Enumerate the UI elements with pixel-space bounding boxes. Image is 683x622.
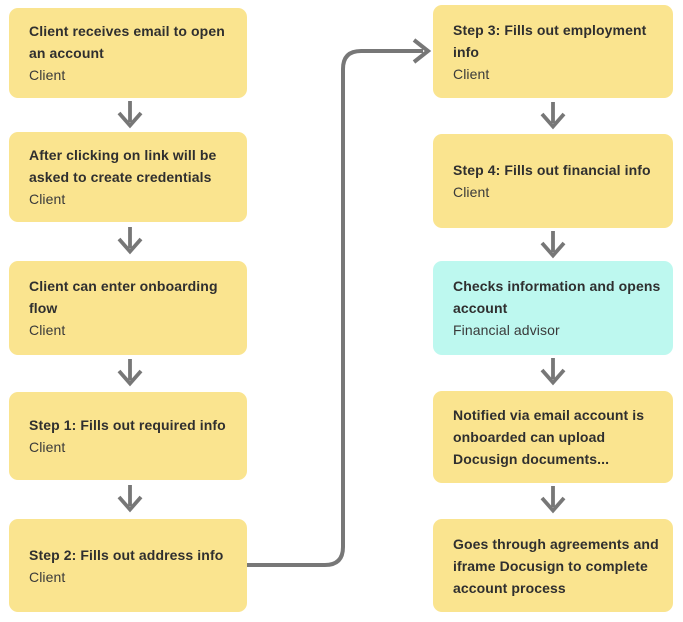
node-agreements-docusign[interactable]: Goes through agreements and iframe Docus… (433, 519, 673, 612)
node-create-credentials[interactable]: After clicking on link will be asked to … (9, 132, 247, 222)
down-arrow-icon (117, 485, 143, 513)
down-arrow-icon (540, 102, 566, 130)
node-title: Step 2: Fills out address info (29, 546, 224, 563)
node-title: Step 3: Fills out employment info (453, 21, 647, 60)
node-step3-employment-info[interactable]: Step 3: Fills out employment info Client (433, 5, 673, 98)
node-advisor-checks-info[interactable]: Checks information and opens account Fin… (433, 261, 673, 355)
node-subtitle: Client (29, 322, 66, 338)
node-title: Checks information and opens account (453, 278, 661, 316)
down-arrow-icon (117, 359, 143, 387)
node-subtitle: Financial advisor (453, 322, 560, 338)
node-subtitle: Client (29, 568, 66, 585)
node-subtitle: Client (453, 65, 490, 82)
node-subtitle: Client (29, 67, 66, 83)
node-notified-via-email[interactable]: Notified via email account is onboarded … (433, 391, 673, 483)
node-title: Step 4: Fills out financial info (453, 162, 651, 178)
down-arrow-icon (540, 358, 566, 386)
node-title: Goes through agreements and iframe Docus… (453, 535, 659, 596)
node-subtitle: Client (453, 184, 490, 200)
node-title: Client receives email to open an account (29, 23, 225, 61)
node-client-receives-email[interactable]: Client receives email to open an account… (9, 8, 247, 98)
node-title: Notified via email account is onboarded … (453, 407, 645, 467)
down-arrow-icon (540, 231, 566, 259)
node-subtitle: Client (29, 191, 66, 207)
node-title: After clicking on link will be asked to … (29, 147, 217, 185)
node-step1-required-info[interactable]: Step 1: Fills out required info Client (9, 392, 247, 480)
down-arrow-icon (117, 101, 143, 129)
node-step2-address-info[interactable]: Step 2: Fills out address info Client (9, 519, 247, 612)
down-arrow-icon (117, 227, 143, 255)
node-enter-onboarding-flow[interactable]: Client can enter onboarding flow Client (9, 261, 247, 355)
node-step4-financial-info[interactable]: Step 4: Fills out financial info Client (433, 134, 673, 228)
down-arrow-icon (540, 486, 566, 514)
node-title: Step 1: Fills out required info (29, 417, 226, 433)
node-subtitle: Client (29, 439, 66, 455)
node-title: Client can enter onboarding flow (29, 278, 218, 316)
